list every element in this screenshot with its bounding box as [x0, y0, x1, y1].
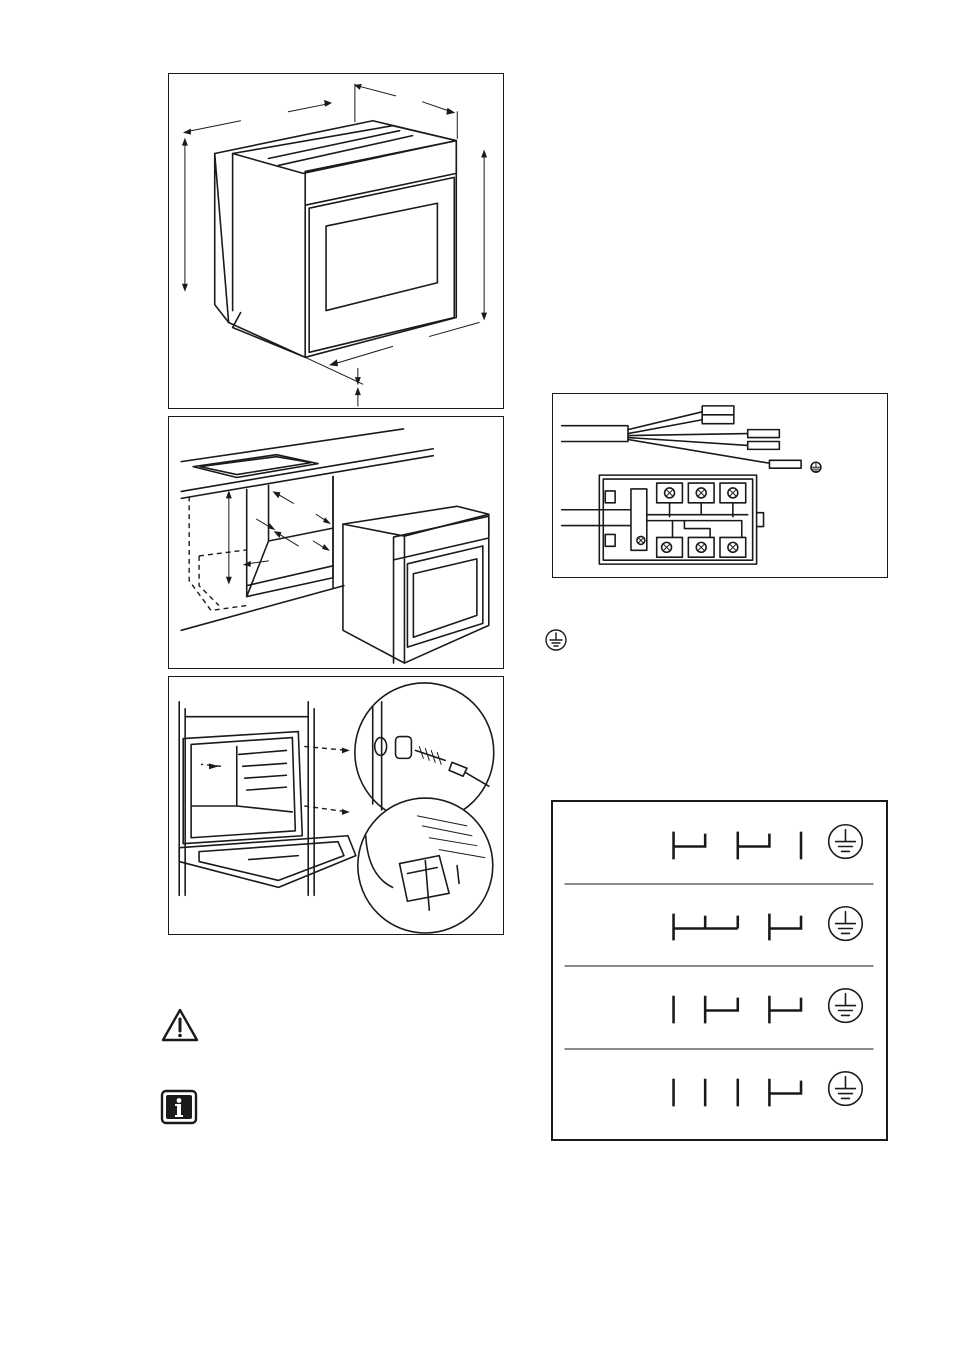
connection-table-drawing: [553, 802, 886, 1139]
fixing-screws-figure: [168, 676, 504, 935]
connection-row-3: [674, 989, 863, 1024]
terminal-block-drawing: [553, 394, 887, 577]
connection-row-1: [674, 825, 863, 860]
earth-symbol: [544, 628, 568, 652]
cabinet-installation-drawing: [169, 417, 503, 668]
connection-row-2: [674, 907, 863, 941]
info-icon: [160, 1089, 198, 1125]
oven-dimensions-figure: [168, 73, 504, 409]
warning-triangle-icon: [160, 1007, 200, 1043]
connection-table: [551, 800, 888, 1141]
oven-dimensions-drawing: [169, 74, 503, 408]
terminal-block-figure: [552, 393, 888, 578]
connection-row-4: [674, 1072, 863, 1107]
fixing-screws-drawing: [169, 677, 503, 934]
cabinet-installation-figure: [168, 416, 504, 669]
